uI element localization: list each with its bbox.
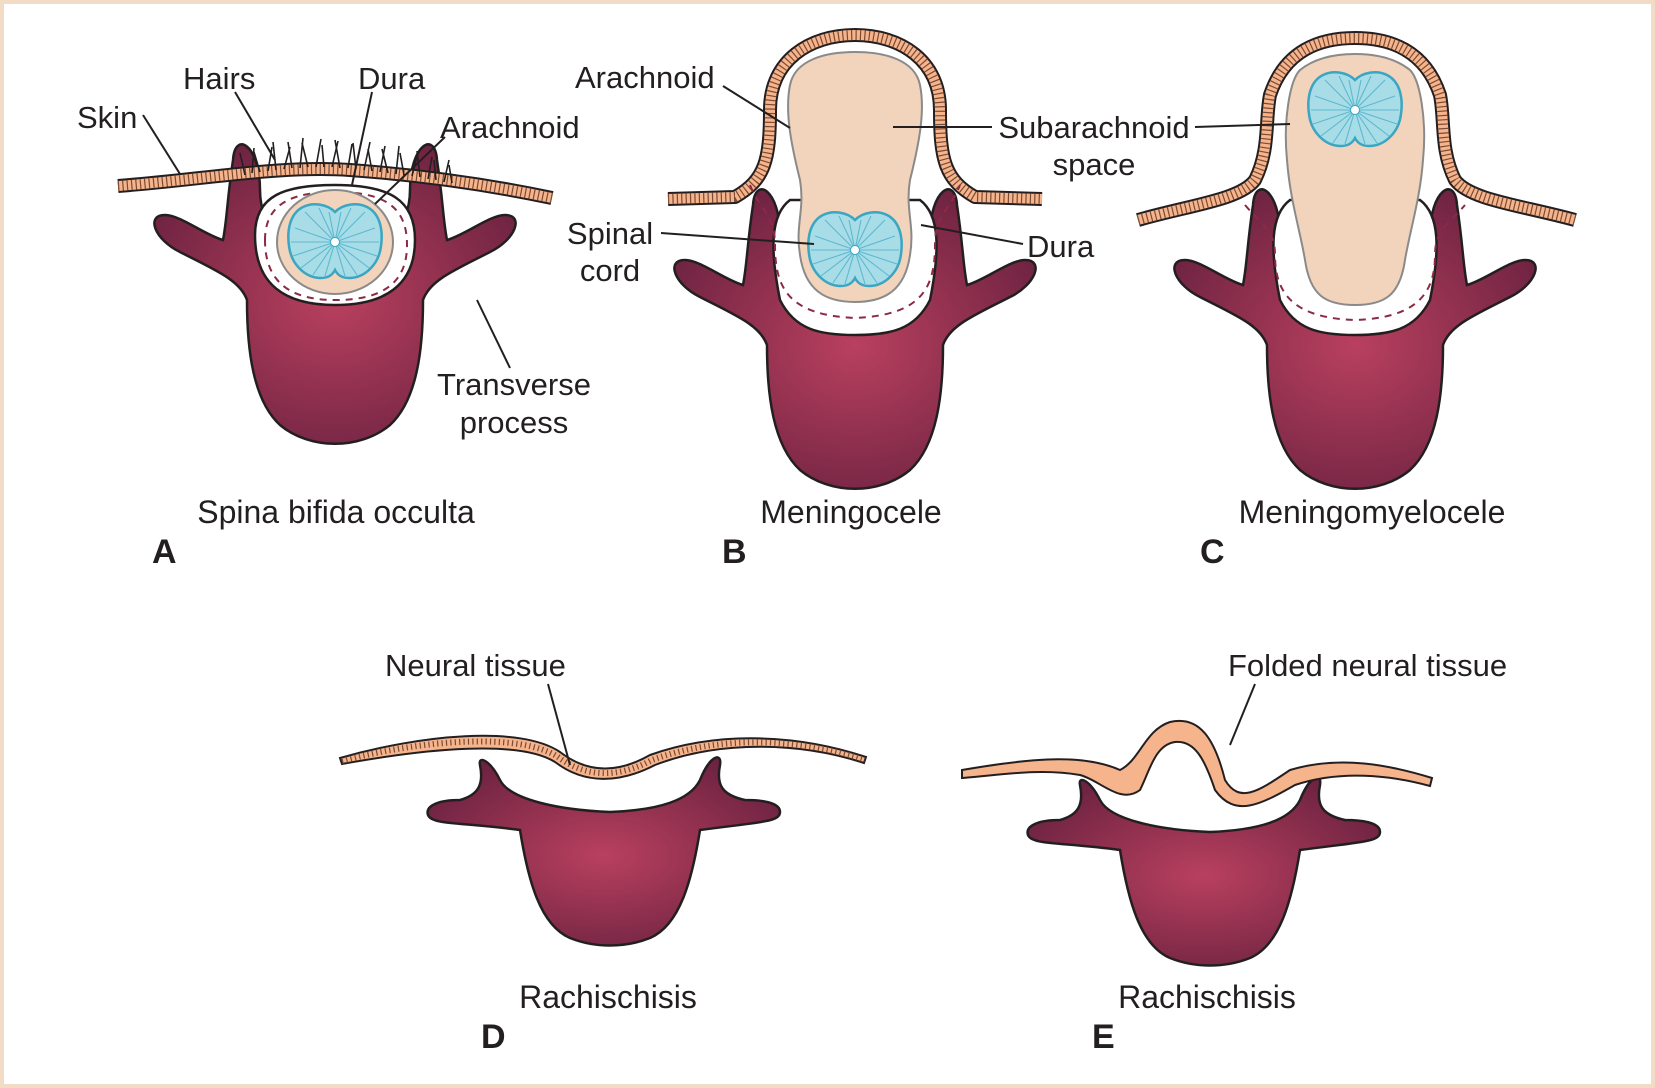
panel-b: Arachnoid Subarachnoid space Spinal cord… [567,28,1190,571]
leader-arachnoid-b [722,85,791,129]
caption-a: Spina bifida occulta [197,494,475,530]
leader-subarachnoid-c [1194,123,1291,128]
spinal-cord-c [1307,71,1403,148]
leader-spinal-b [660,232,815,245]
leader-folded-e [1229,683,1256,746]
label-arachnoid-a: Arachnoid [440,110,580,145]
leader-arachnoid-a [374,136,446,205]
label-subarachnoid-b-2: space [1053,147,1136,182]
vertebra-e [1026,776,1382,967]
label-transverse-a-1: Transverse [437,367,591,402]
letter-a: A [152,533,177,571]
leader-skin-a [142,114,181,175]
caption-e: Rachischisis [1118,979,1296,1015]
vertebra-d [426,756,782,947]
leader-neural-d [547,683,571,766]
caption-c: Meningomyelocele [1239,494,1506,530]
caption-d: Rachischisis [519,979,697,1015]
label-subarachnoid-b-1: Subarachnoid [998,110,1189,145]
letter-e: E [1092,1018,1115,1056]
leader-dura-b [920,224,1024,245]
letter-c: C [1200,533,1225,571]
label-neural-d: Neural tissue [385,648,566,683]
spinal-cord-b [807,211,903,288]
folded-neural-tissue-e [961,719,1434,807]
label-hairs-a: Hairs [183,61,255,96]
label-dura-b: Dura [1027,229,1095,264]
label-folded-e: Folded neural tissue [1228,648,1507,683]
dura-a [263,190,409,302]
letter-b: B [722,533,747,571]
panel-c: Meningomyelocele C [1136,31,1577,571]
leader-transverse-a [476,299,511,369]
panel-e: Folded neural tissue Rachischisis E [961,648,1507,1056]
label-transverse-a-2: process [460,405,569,440]
leader-hairs-a [234,91,276,161]
label-arachnoid-b: Arachnoid [575,60,715,95]
label-dura-a: Dura [358,61,426,96]
panel-a: Skin Hairs Dura Arachnoid Transverse pro… [77,61,591,571]
label-skin-a: Skin [77,100,137,135]
label-spinal-b-1: Spinal [567,216,653,251]
hairs-a [239,137,453,184]
caption-b: Meningocele [760,494,941,530]
letter-d: D [481,1018,506,1056]
label-spinal-b-2: cord [580,253,640,288]
spinal-cord-a [287,203,383,280]
panel-d: Neural tissue Rachischisis D [338,648,868,1056]
dura-b [749,184,961,320]
leader-dura-a [351,91,373,186]
